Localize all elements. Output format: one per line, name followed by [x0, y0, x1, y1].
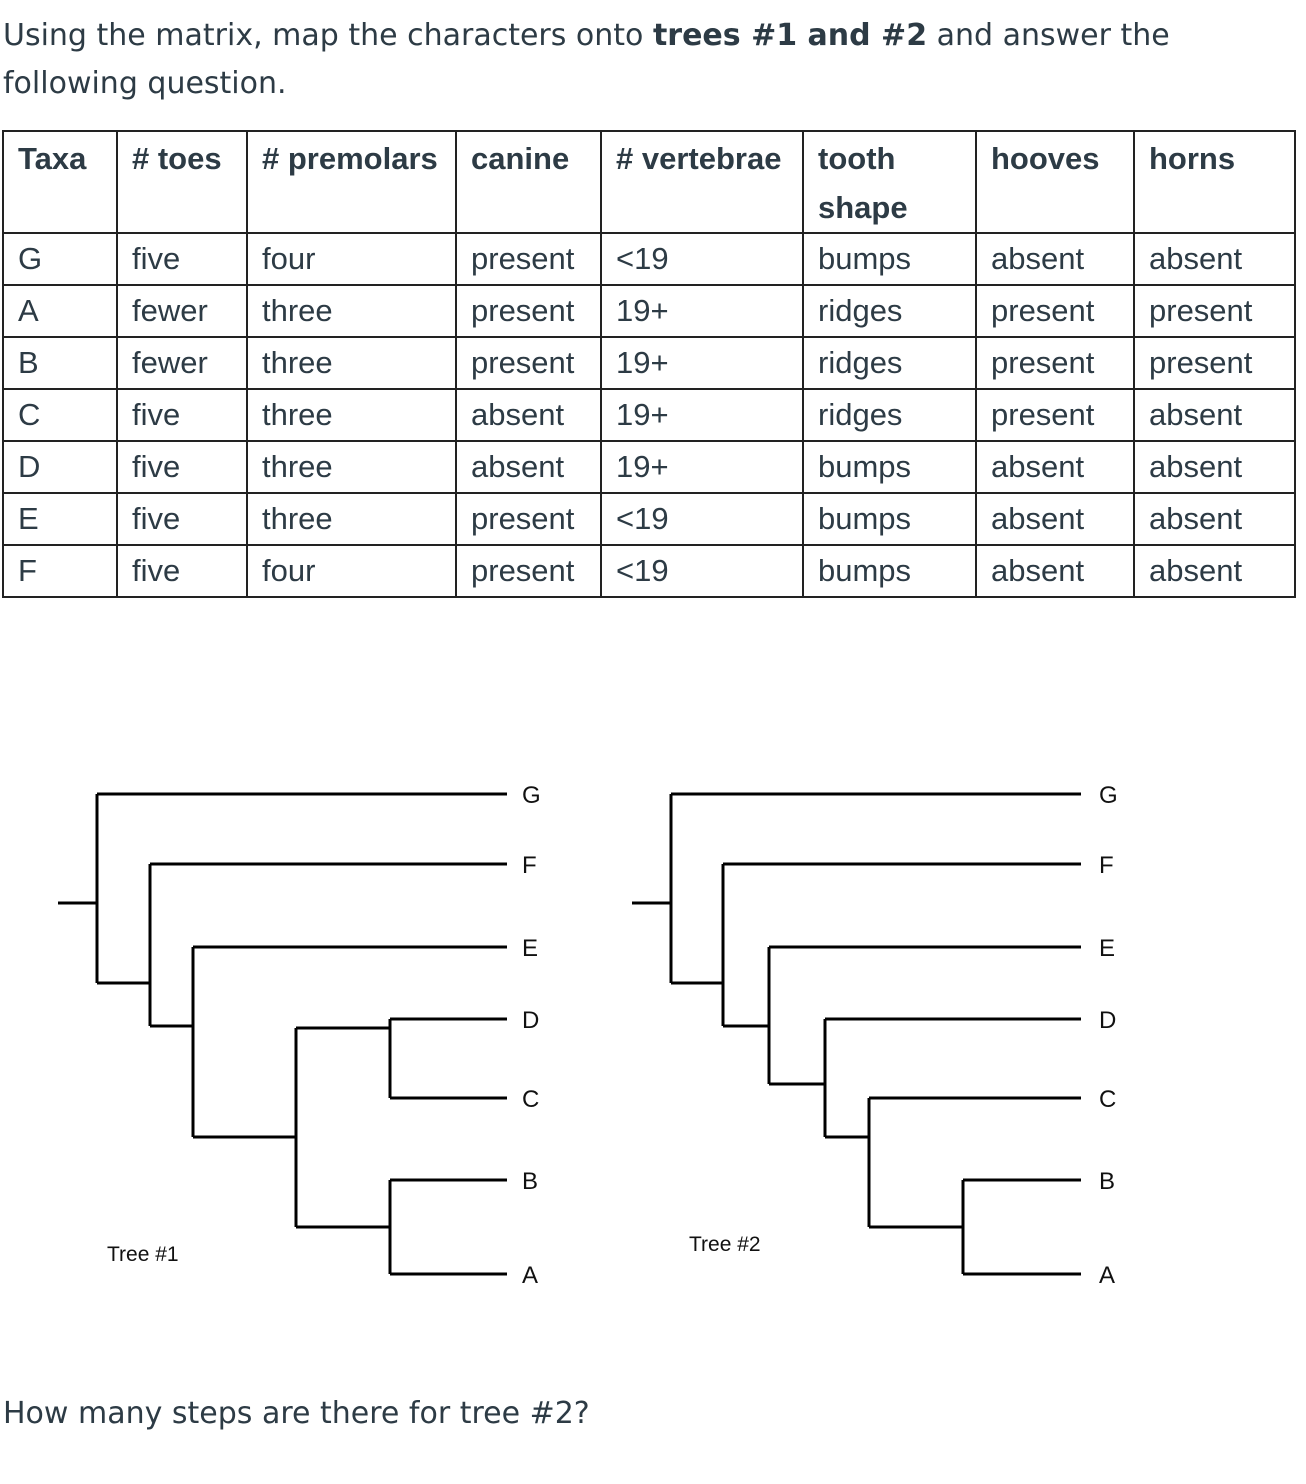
instructions-text: Using the matrix, map the characters ont… — [3, 18, 1170, 101]
cell-premolars: three — [246, 388, 457, 442]
cell-hooves: present — [975, 284, 1135, 338]
header-vertebrae: # vertebrae — [600, 130, 804, 234]
cell-vertebrae: 19+ — [600, 440, 804, 494]
cell-premolars: three — [246, 336, 457, 390]
cell-toes: five — [116, 232, 248, 286]
tip-label-c: C — [1099, 1086, 1116, 1113]
cell-tooth-shape: bumps — [802, 232, 977, 286]
tip-label-g: G — [1099, 782, 1118, 809]
cell-canine: present — [455, 336, 602, 390]
cell-horns: absent — [1133, 440, 1296, 494]
tip-label-e: E — [1099, 935, 1115, 962]
character-matrix-table: Taxa # toes # premolars canine # vertebr… — [2, 130, 1296, 598]
header-canine: canine — [455, 130, 602, 234]
cell-horns: present — [1133, 336, 1296, 390]
cell-toes: fewer — [116, 336, 248, 390]
cell-toes: five — [116, 440, 248, 494]
cell-vertebrae: <19 — [600, 544, 804, 598]
cell-horns: present — [1133, 284, 1296, 338]
tip-label-a: A — [522, 1262, 538, 1289]
cell-canine: present — [455, 492, 602, 546]
cell-canine: absent — [455, 440, 602, 494]
header-horns: horns — [1133, 130, 1296, 234]
cell-premolars: three — [246, 284, 457, 338]
tip-label-e: E — [522, 935, 538, 962]
tip-label-b: B — [1099, 1168, 1115, 1195]
cell-vertebrae: 19+ — [600, 336, 804, 390]
cell-taxa: A — [2, 284, 118, 338]
header-toes: # toes — [116, 130, 248, 234]
question-text: How many steps are there for tree #2? — [3, 1396, 590, 1431]
cell-premolars: four — [246, 232, 457, 286]
cell-tooth-shape: bumps — [802, 492, 977, 546]
cell-taxa: G — [2, 232, 118, 286]
cell-canine: present — [455, 544, 602, 598]
header-tooth-shape: tooth shape — [802, 130, 977, 234]
cell-horns: absent — [1133, 492, 1296, 546]
cell-canine: present — [455, 284, 602, 338]
tip-label-g: G — [522, 782, 541, 809]
cell-tooth-shape: ridges — [802, 388, 977, 442]
tip-label-f: F — [522, 852, 537, 879]
cell-hooves: present — [975, 388, 1135, 442]
cell-horns: absent — [1133, 388, 1296, 442]
cell-toes: five — [116, 544, 248, 598]
cell-horns: absent — [1133, 544, 1296, 598]
header-taxa: Taxa — [2, 130, 118, 234]
cell-vertebrae: <19 — [600, 232, 804, 286]
cell-taxa: B — [2, 336, 118, 390]
cell-premolars: three — [246, 492, 457, 546]
cell-toes: five — [116, 492, 248, 546]
cell-vertebrae: <19 — [600, 492, 804, 546]
cell-taxa: E — [2, 492, 118, 546]
cell-canine: present — [455, 232, 602, 286]
tip-label-a: A — [1099, 1262, 1115, 1289]
cell-tooth-shape: ridges — [802, 284, 977, 338]
cell-taxa: D — [2, 440, 118, 494]
header-hooves: hooves — [975, 130, 1135, 234]
cell-hooves: absent — [975, 544, 1135, 598]
cell-vertebrae: 19+ — [600, 284, 804, 338]
tree-1: G F E D C B A Tree #1 — [0, 760, 600, 1324]
cell-horns: absent — [1133, 232, 1296, 286]
cell-hooves: absent — [975, 440, 1135, 494]
header-premolars: # premolars — [246, 130, 457, 234]
cell-premolars: four — [246, 544, 457, 598]
cell-tooth-shape: bumps — [802, 440, 977, 494]
instructions-bold: trees #1 and #2 — [652, 18, 928, 53]
tree-1-diagram: G F E D C B A Tree #1 — [58, 782, 541, 1289]
tip-label-c: C — [522, 1086, 539, 1113]
cell-taxa: C — [2, 388, 118, 442]
cell-hooves: absent — [975, 232, 1135, 286]
table-header-row: Taxa # toes # premolars canine # vertebr… — [2, 130, 1296, 234]
cell-canine: absent — [455, 388, 602, 442]
tree-2: G F E D C B A Tree #2 — [600, 760, 1200, 1324]
cell-toes: five — [116, 388, 248, 442]
cell-toes: fewer — [116, 284, 248, 338]
tree-2-diagram: G F E D C B A Tree #2 — [632, 782, 1118, 1289]
tree-2-label: Tree #2 — [689, 1233, 761, 1256]
tip-label-d: D — [522, 1007, 539, 1034]
cell-taxa: F — [2, 544, 118, 598]
cell-vertebrae: 19+ — [600, 388, 804, 442]
tip-label-b: B — [522, 1168, 538, 1195]
cell-tooth-shape: ridges — [802, 336, 977, 390]
tip-label-f: F — [1099, 852, 1114, 879]
cell-hooves: present — [975, 336, 1135, 390]
cell-tooth-shape: bumps — [802, 544, 977, 598]
cell-premolars: three — [246, 440, 457, 494]
cell-hooves: absent — [975, 492, 1135, 546]
tip-label-d: D — [1099, 1007, 1116, 1034]
tree-1-label: Tree #1 — [107, 1243, 179, 1266]
